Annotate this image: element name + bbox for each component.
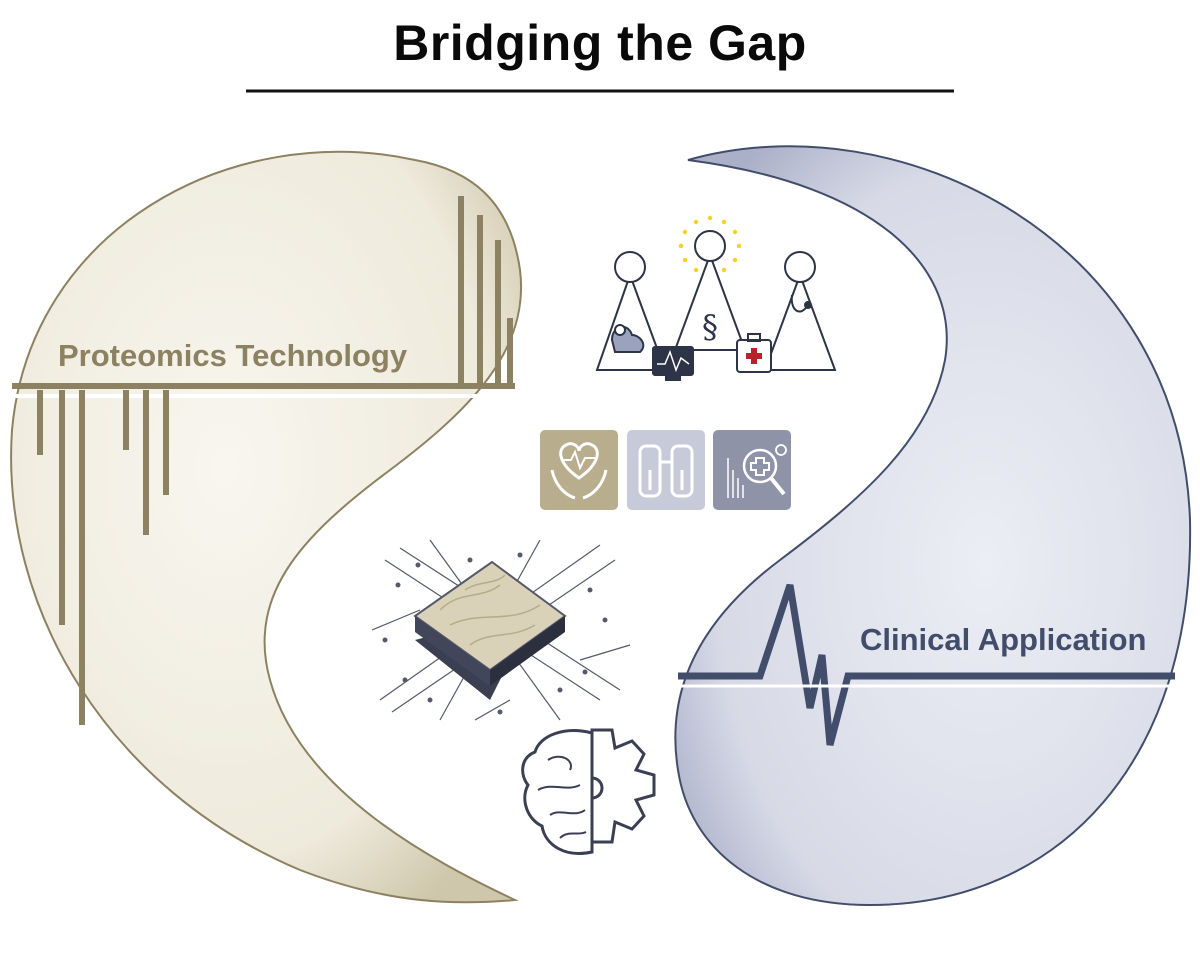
proteomics-technology-label: Proteomics Technology bbox=[58, 338, 408, 373]
regulator-figure-icon: § bbox=[673, 230, 747, 351]
monitor-icon bbox=[652, 346, 694, 381]
clinical-shape bbox=[674, 145, 1192, 907]
medical-kit-icon bbox=[736, 333, 772, 373]
brain-gear-icon bbox=[521, 728, 656, 855]
tile-heart-hands bbox=[540, 430, 618, 510]
diagnostic-search-icon bbox=[727, 444, 787, 498]
eu-stars-icon bbox=[678, 215, 742, 273]
clinical-application-label: Clinical Application bbox=[860, 622, 1147, 657]
microchip-icon bbox=[371, 539, 631, 721]
physician-figure-icon bbox=[763, 251, 837, 371]
tile-diagnostic-search bbox=[713, 430, 791, 510]
proteomics-shape bbox=[10, 150, 523, 904]
patient-figure-icon bbox=[595, 251, 667, 371]
heart-in-hands-icon bbox=[550, 442, 608, 500]
stakeholders-illustration: § bbox=[595, 215, 837, 381]
page-title: Bridging the Gap bbox=[393, 15, 807, 71]
binoculars-icon bbox=[638, 444, 694, 498]
tile-binoculars bbox=[627, 430, 705, 510]
svg-text:§: § bbox=[702, 308, 718, 346]
